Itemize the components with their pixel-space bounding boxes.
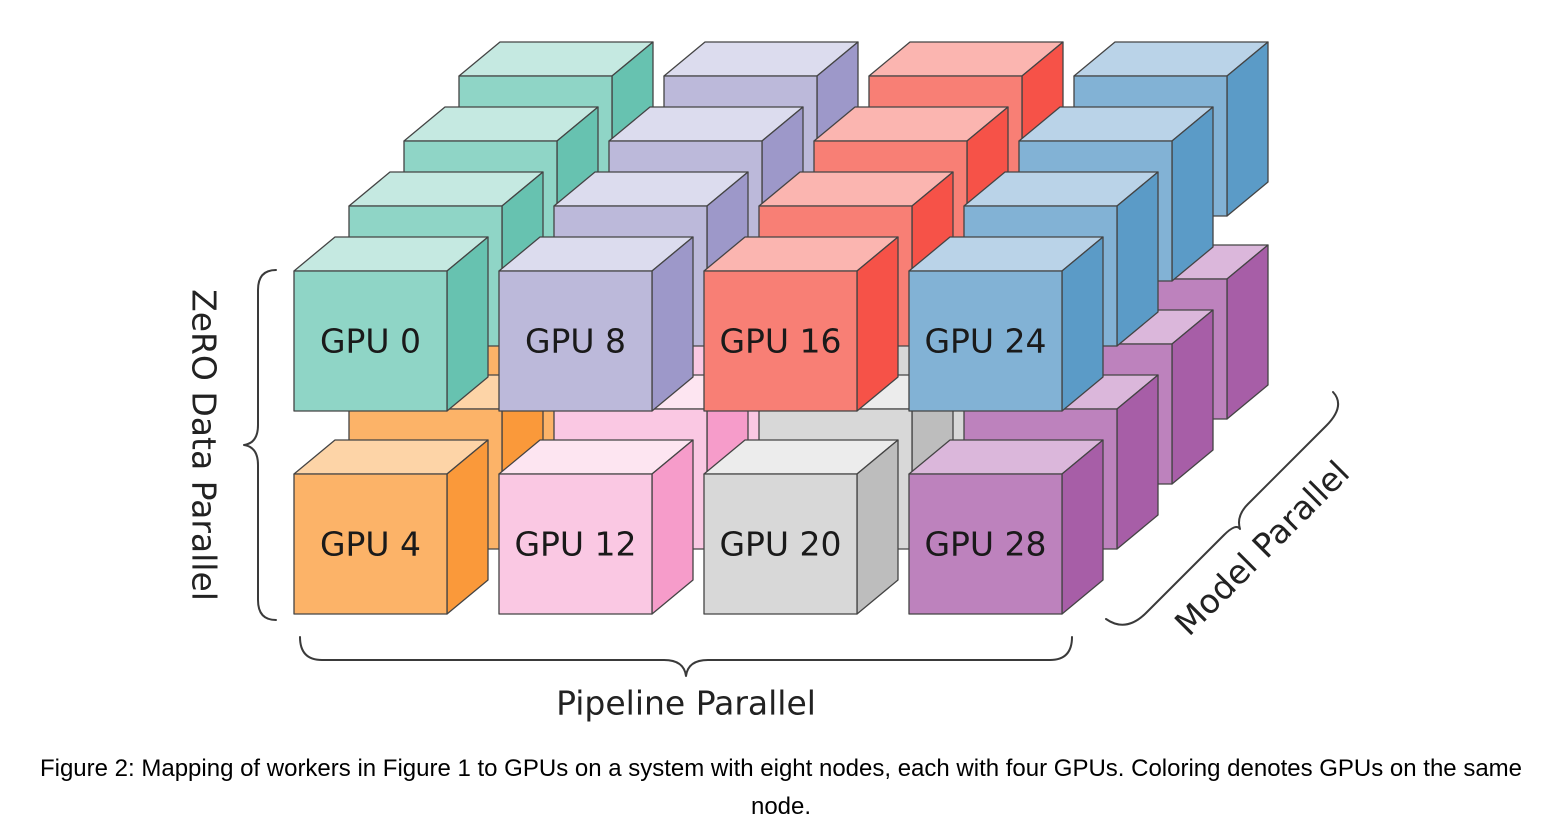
cube-front-face [293, 270, 448, 412]
gpu-cube: GPU 12 [498, 439, 694, 615]
gpu-label: GPU 0 [320, 322, 421, 361]
cube-front-face [703, 473, 858, 615]
gpu-cube: GPU 16 [703, 236, 899, 412]
gpu-mapping-diagram: GPU 4 GPU 12 GPU 20 GPU 28 GPU 0 GPU 8 GPU 16 G… [185, 41, 1357, 723]
cube-front-face [293, 473, 448, 615]
cube-front-face [498, 270, 653, 412]
model-parallel-brace [1105, 391, 1340, 626]
gpu-cube: GPU 4 [293, 439, 489, 615]
gpu-cube: GPU 24 [908, 236, 1104, 412]
gpu-cube: GPU 20 [703, 439, 899, 615]
gpu-cube: GPU 28 [908, 439, 1104, 615]
gpu-label: GPU 16 [719, 322, 841, 361]
gpu-label: GPU 20 [719, 525, 841, 564]
pipeline-parallel-label: Pipeline Parallel [556, 684, 816, 723]
gpu-label: GPU 24 [924, 322, 1046, 361]
gpu-label: GPU 4 [320, 525, 421, 564]
cube-front-face [498, 473, 653, 615]
data-parallel-label: ZeRO Data Parallel [185, 289, 224, 601]
figure-caption: Figure 2: Mapping of workers in Figure 1… [39, 755, 1523, 820]
gpu-label: GPU 12 [514, 525, 636, 564]
gpu-cube: GPU 0 [293, 236, 489, 412]
cube-front-face [908, 270, 1063, 412]
model-parallel-label: Model Parallel [1167, 453, 1357, 643]
gpu-cube-grid: GPU 4 GPU 12 GPU 20 GPU 28 GPU 0 GPU 8 GPU 16 G… [293, 41, 1269, 615]
data-parallel-brace [243, 269, 277, 621]
pipeline-parallel-brace [299, 636, 1073, 677]
cube-front-face [908, 473, 1063, 615]
gpu-label: GPU 28 [924, 525, 1046, 564]
cube-front-face [703, 270, 858, 412]
gpu-cube: GPU 8 [498, 236, 694, 412]
gpu-label: GPU 8 [525, 322, 626, 361]
